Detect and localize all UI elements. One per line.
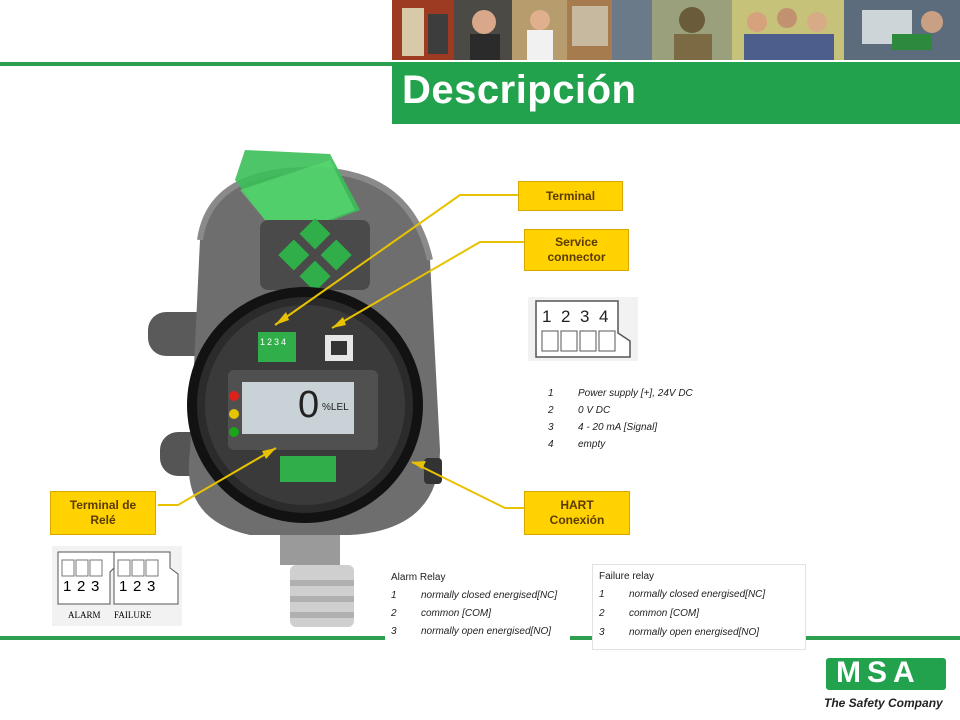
pinout-label-3: 3 — [580, 307, 590, 326]
failure-pin-1: 1 — [119, 578, 128, 595]
alarm-pin-2: 2 — [77, 578, 86, 595]
gas-detector-illustration — [148, 150, 442, 627]
failure-pin-3: 3 — [147, 578, 156, 595]
header-photo-strip — [392, 0, 960, 60]
msa-logo-mark: MSA — [826, 656, 946, 690]
display-value: 0 — [298, 384, 320, 426]
pinout-label-4: 4 — [599, 307, 609, 326]
display-unit: %LEL — [322, 402, 349, 413]
alarm-label: ALARM — [68, 610, 101, 620]
terminal-pinout-diagram: 1 2 3 4 — [528, 297, 638, 361]
device-terminal-pins: 1234 — [260, 337, 289, 347]
callout-hart: HART Conexión — [524, 491, 630, 535]
relay-diagram: 1 2 3 1 2 3 ALARM FAILURE — [52, 546, 182, 626]
callout-relay-terminal: Terminal de Relé — [50, 491, 156, 535]
callout-service-connector: Service connector — [524, 229, 629, 271]
header-green-line — [0, 62, 392, 66]
alarm-relay-title: Alarm Relay — [391, 572, 446, 583]
header-photos — [392, 0, 960, 60]
title-bar: Descripción — [392, 62, 960, 124]
page-title: Descripción — [402, 68, 637, 112]
msa-logo: MSA The Safety Company — [824, 656, 948, 714]
failure-pin-2: 2 — [133, 578, 142, 595]
pinout-label-1: 1 — [542, 307, 552, 326]
msa-logo-text: MSA — [836, 656, 921, 689]
pinout-label-2: 2 — [561, 307, 571, 326]
callout-terminal: Terminal — [518, 181, 623, 211]
failure-relay-title: Failure relay — [599, 571, 655, 582]
alarm-pin-1: 1 — [63, 578, 72, 595]
failure-label: FAILURE — [114, 610, 152, 620]
msa-tagline: The Safety Company — [824, 696, 943, 710]
alarm-pin-3: 3 — [91, 578, 100, 595]
